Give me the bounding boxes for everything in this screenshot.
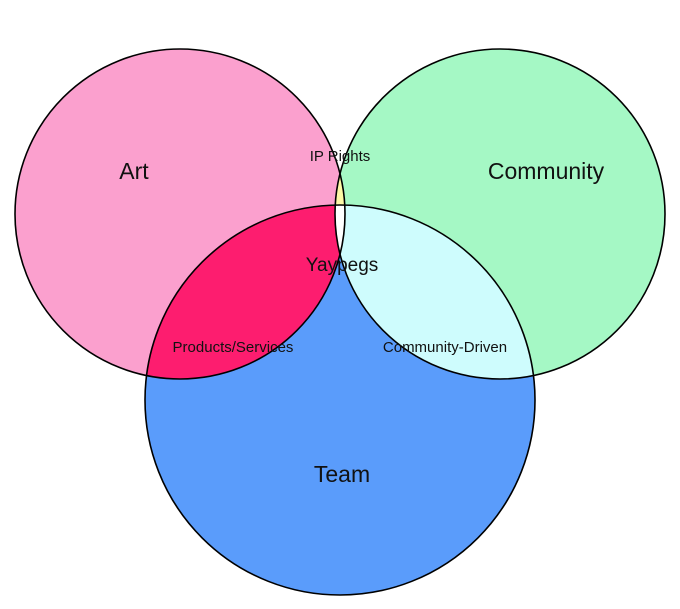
products-services-label: Products/Services (173, 339, 294, 356)
community-driven-label: Community-Driven (383, 339, 507, 356)
ip-rights-label: IP Rights (310, 148, 371, 165)
team-outline (144, 204, 536, 596)
yaypegs-label: Yaypegs (306, 255, 379, 276)
art-label: Art (119, 158, 149, 184)
art-team-region (145, 205, 345, 379)
community-team-region (335, 205, 535, 379)
community-outline (334, 48, 666, 380)
team-label: Team (314, 461, 370, 487)
community-label: Community (488, 158, 605, 184)
art-outline (14, 48, 346, 380)
